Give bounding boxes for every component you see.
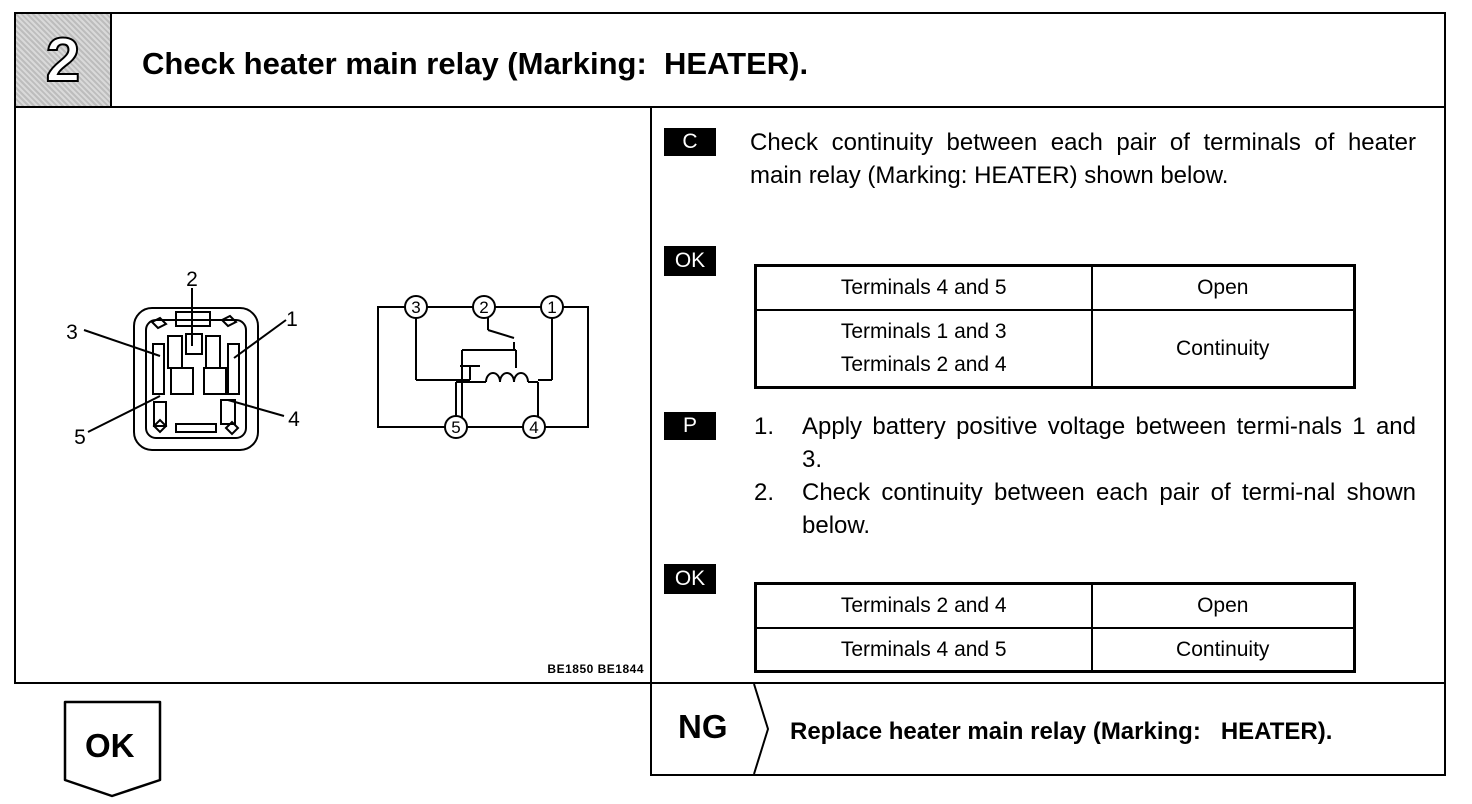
ok-arrow-icon: [63, 700, 162, 798]
relay-connector-drawing: [133, 307, 259, 451]
table-cell-line: Terminals 1 and 3: [840, 320, 1007, 344]
perform-tag: P: [664, 412, 716, 440]
circuit-terminal-1: 1: [547, 298, 556, 317]
figure-code: BE1850 BE1844: [547, 662, 644, 676]
circuit-terminal-2: 2: [479, 298, 488, 317]
connector-terminal-5: 5: [74, 426, 86, 449]
connector-terminal-1: 1: [286, 308, 298, 331]
ng-outcome-box: NG Replace heater main relay (Marking: H…: [650, 682, 1446, 776]
table-cell-result: Continuity: [1090, 308, 1356, 389]
ok-label: OK: [85, 727, 135, 764]
step-number: 2: [16, 14, 112, 106]
step-text: Check continuity between each pair of te…: [802, 479, 1416, 539]
ng-label: NG: [678, 708, 728, 745]
continuity-table-2: Terminals 2 and 4 Open Terminals 4 and 5…: [754, 582, 1356, 673]
table-cell-terminals: Terminals 1 and 3 Terminals 2 and 4: [754, 308, 1093, 389]
ng-chevron-icon: [753, 684, 770, 774]
ok-tag-2: OK: [664, 564, 716, 594]
table-row: Terminals 4 and 5 Continuity: [754, 626, 1356, 673]
relay-diagram: 2 3 1 4 5 3 2 1 5 4: [66, 268, 589, 451]
table-row: Terminals 2 and 4 Open: [754, 582, 1356, 629]
step-title: Check heater main relay (Marking: HEATER…: [142, 46, 809, 81]
table-cell-result: Open: [1090, 582, 1356, 629]
table-cell-terminals: Terminals 2 and 4: [754, 582, 1093, 629]
step-num: 1.: [754, 413, 775, 440]
table-row: Terminals 1 and 3 Terminals 2 and 4 Cont…: [754, 308, 1356, 389]
table-cell-terminals: Terminals 4 and 5: [754, 626, 1093, 673]
connector-terminal-4: 4: [288, 408, 300, 431]
table-cell-line: Terminals 2 and 4: [840, 353, 1007, 377]
step-text: Apply battery positive voltage between t…: [802, 413, 1416, 473]
circuit-terminal-4: 4: [529, 418, 538, 437]
connector-terminal-3: 3: [66, 321, 78, 344]
table-row: Terminals 4 and 5 Open: [754, 264, 1356, 311]
continuity-table-1: Terminals 4 and 5 Open Terminals 1 and 3…: [754, 264, 1356, 389]
check-tag: C: [664, 128, 716, 156]
ok-tag-1: OK: [664, 246, 716, 276]
list-item: 1. Apply battery positive voltage betwee…: [754, 410, 1416, 480]
step-header: 2 Check heater main relay (Marking: HEAT…: [14, 12, 1446, 108]
step-num: 2.: [754, 479, 775, 506]
table-cell-terminals: Terminals 4 and 5: [754, 264, 1093, 311]
instruction-panel: C Check continuity between each pair of …: [650, 106, 1446, 684]
circuit-terminal-3: 3: [411, 298, 420, 317]
table-cell-result: Continuity: [1090, 626, 1356, 673]
figure-panel: 2 3 1 4 5 3 2 1 5 4 BE1850 BE1844: [14, 106, 652, 684]
connector-terminal-2: 2: [186, 268, 198, 291]
relay-circuit-drawing: [377, 306, 589, 428]
list-item: 2. Check continuity between each pair of…: [754, 476, 1416, 546]
table-cell-result: Open: [1090, 264, 1356, 311]
circuit-terminal-5: 5: [451, 418, 460, 437]
ng-action: Replace heater main relay (Marking: HEAT…: [790, 718, 1333, 745]
check-instruction: Check continuity between each pair of te…: [750, 129, 1416, 189]
